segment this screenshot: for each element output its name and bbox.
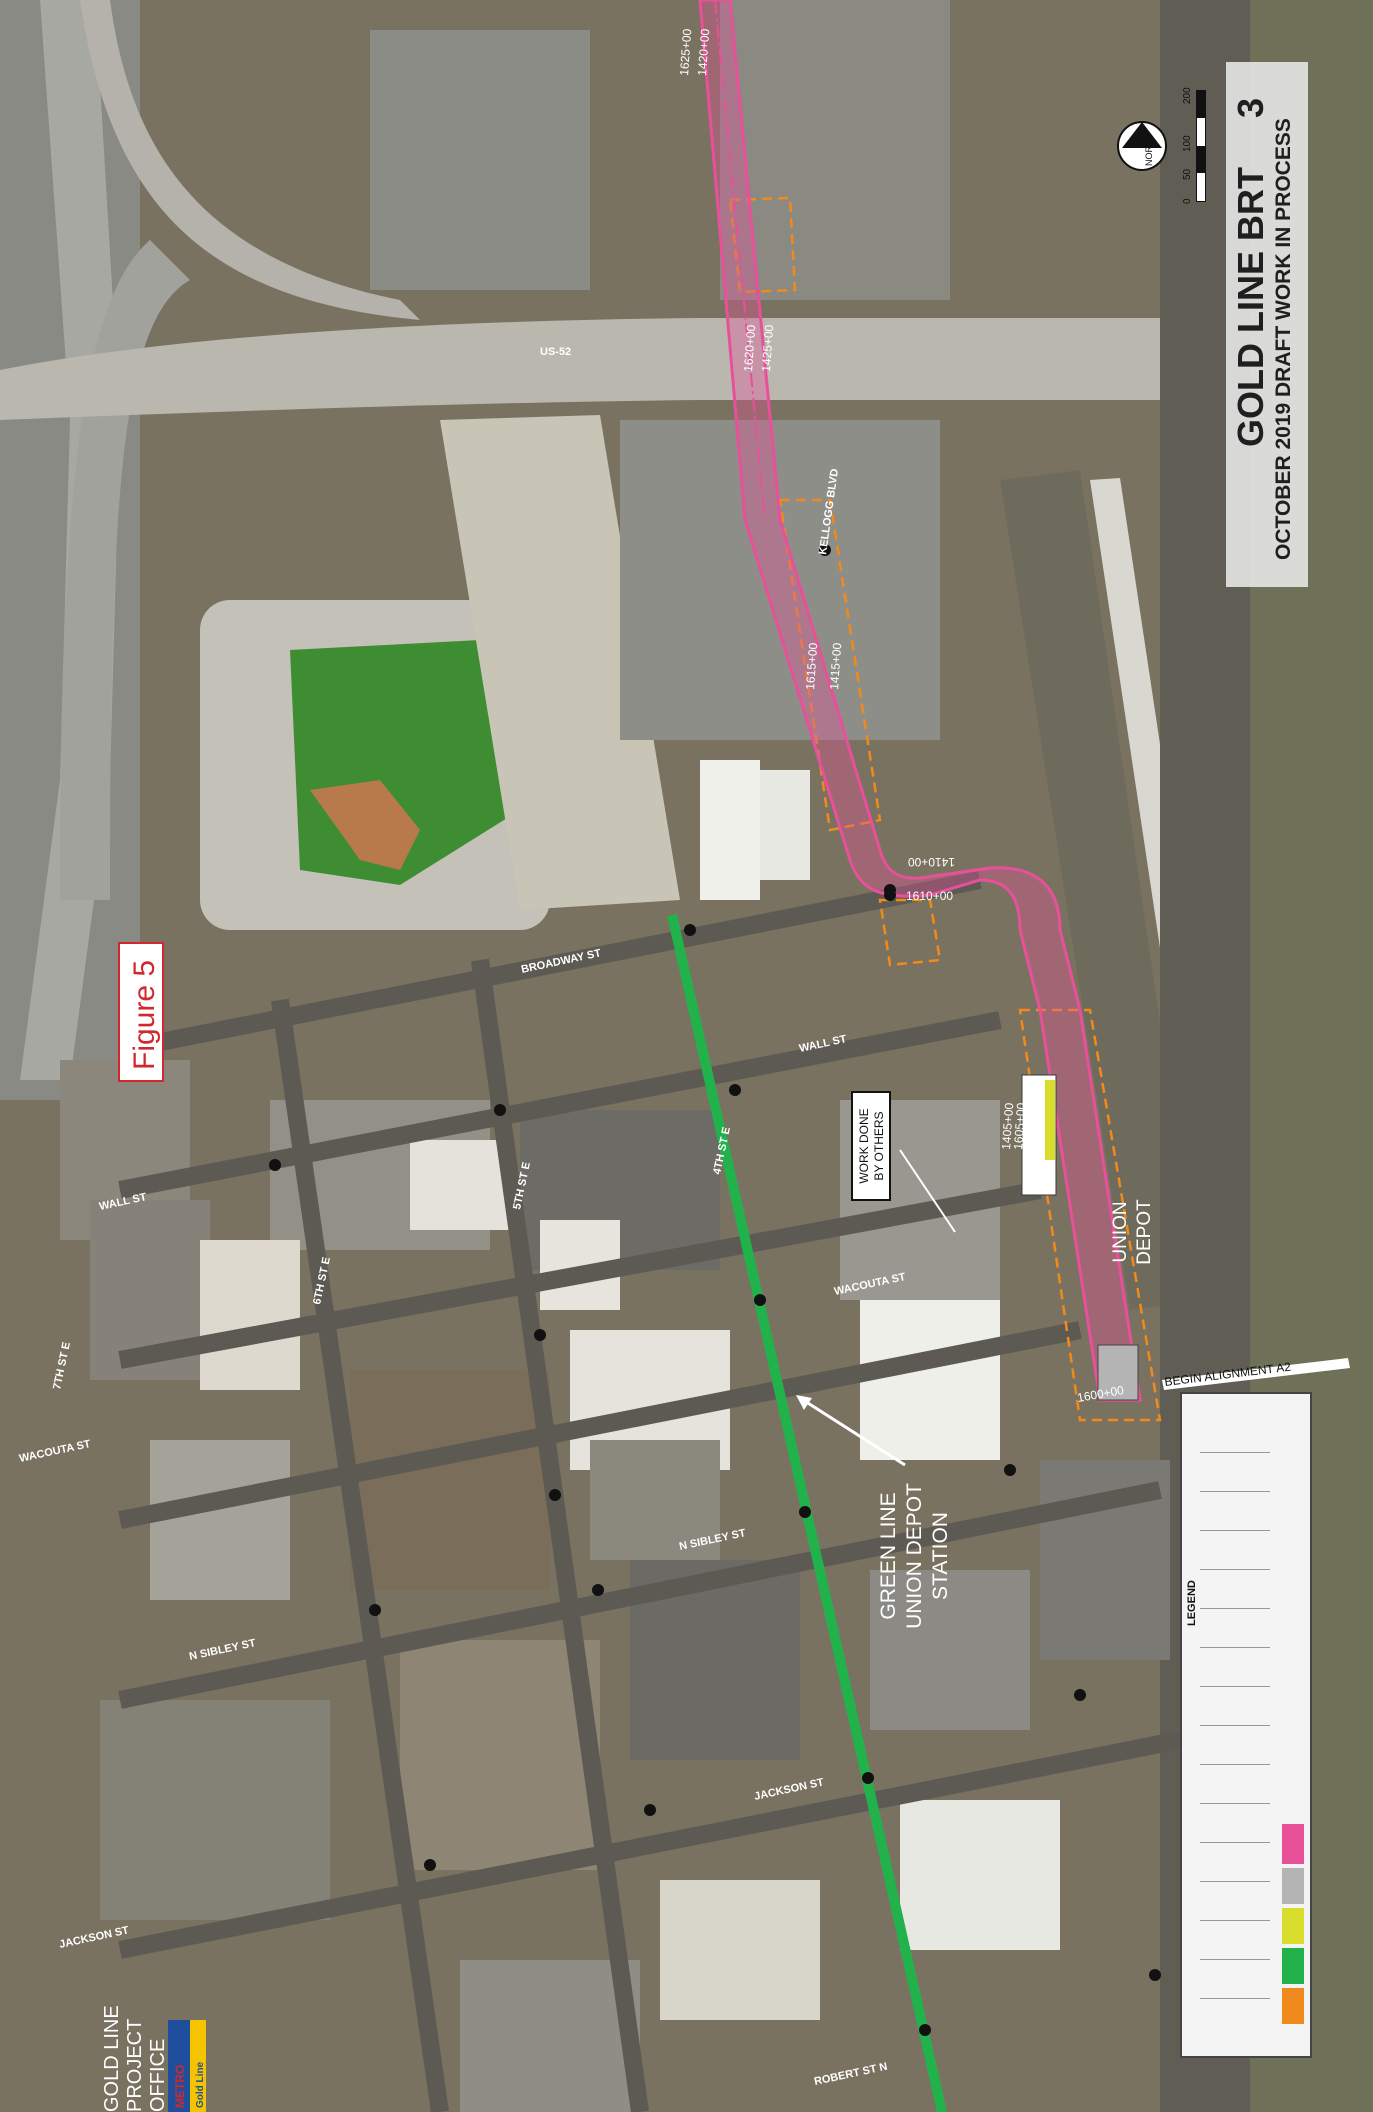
parking-lot-north-2 [720, 0, 950, 300]
train-yard [1000, 470, 1200, 1310]
begin-alignment-flag [1162, 1358, 1350, 1390]
block-9 [350, 1370, 550, 1590]
project-office-line3: OFFICE [147, 2039, 169, 2112]
scale-tick-100: 100 [1182, 135, 1193, 152]
swatch-green [1282, 1948, 1304, 1984]
swatch-platform [1282, 1908, 1304, 1944]
block-8 [200, 1240, 300, 1390]
block-14 [400, 1640, 600, 1870]
work-done-line1: WORK DONE [857, 1108, 871, 1183]
block-18 [900, 1800, 1060, 1950]
legend-swatches [1282, 1824, 1304, 2044]
block-11 [590, 1440, 720, 1560]
platform-yellow [1045, 1080, 1055, 1160]
parking-lot-north [370, 30, 590, 290]
station-1410: 1410+00 [908, 855, 955, 869]
street-grid [118, 871, 1182, 2112]
legend-panel: LEGEND [1180, 1392, 1312, 2058]
metro-logo-gold [190, 2020, 206, 2112]
swatch-row [1282, 1988, 1304, 2024]
highway-us52 [0, 318, 1373, 420]
metro-logo-text: METRO [173, 2065, 187, 2108]
north-arrow-icon [1117, 121, 1167, 171]
parking-lot-center [620, 420, 940, 740]
station-leader-arrow [799, 1396, 906, 1467]
station-1405: 1405+00 [999, 1102, 1016, 1150]
station-arrowhead [796, 1395, 812, 1410]
brt-centerline [714, 0, 766, 521]
title-sheet-number: 3 [1230, 97, 1271, 118]
project-office-line1: GOLD LINE [101, 2005, 123, 2112]
station-1625: 1625+00 [677, 28, 694, 76]
station-1610: 1610+00 [906, 889, 953, 903]
figure-label: Figure 5 [128, 959, 161, 1070]
block-16 [870, 1570, 1030, 1730]
project-office-line2: PROJECT [124, 2019, 146, 2112]
swatch-brt [1282, 1824, 1304, 1864]
block-23 [700, 760, 760, 900]
work-done-line2: BY OTHERS [872, 1111, 886, 1180]
signal-markers [269, 544, 1161, 2036]
station-1620: 1620+00 [741, 324, 758, 372]
terminus-block [1097, 1344, 1139, 1401]
north-arrow: NORTH [1116, 118, 1168, 190]
title-main: GOLD LINE BRT [1230, 167, 1271, 447]
figure-label-box: Figure 5 [118, 942, 164, 1082]
north-label: NORTH [1144, 134, 1154, 166]
block-19 [660, 1880, 820, 2020]
scale-tick-50: 50 [1182, 168, 1193, 180]
legend-lines [1200, 1414, 1270, 2034]
scale-tick-0: 0 [1182, 198, 1193, 204]
gl-station-line3: STATION [929, 1512, 952, 1600]
metro-logo-text2: Gold Line [195, 2061, 206, 2108]
highway-us52-ramp [80, 0, 420, 320]
station-1420: 1420+00 [695, 28, 712, 76]
station-1615: 1615+00 [803, 642, 820, 690]
union-depot-line2: DEPOT [1134, 1199, 1155, 1265]
station-1605: 1605+00 [1011, 1102, 1028, 1150]
block-20 [100, 1700, 330, 1920]
gl-station-line1: GREEN LINE [877, 1492, 900, 1619]
work-done-leader [899, 1149, 956, 1233]
station-1425: 1425+00 [759, 324, 776, 372]
block-4 [410, 1140, 510, 1230]
title-block: GOLD LINE BRT 3 OCTOBER 2019 DRAFT WORK … [1226, 62, 1308, 587]
gl-station-line2: UNION DEPOT [903, 1483, 926, 1629]
scale-bar: 0 50 100 200 [1182, 80, 1222, 220]
work-done-box [851, 1091, 891, 1201]
swatch-platform-gray [1282, 1868, 1304, 1904]
label-us52: US-52 [540, 346, 571, 358]
block-13 [150, 1440, 290, 1600]
station-1415: 1415+00 [827, 642, 844, 690]
station-labels: 1620+00 1425+00 1625+00 1420+00 1615+00 … [677, 28, 1125, 1405]
right-of-way-lines [728, 196, 1162, 1422]
scale-bar-graphic [1196, 90, 1206, 202]
infield [310, 780, 420, 870]
scale-tick-200: 200 [1182, 87, 1193, 104]
block-21 [460, 1960, 640, 2112]
union-depot-line1: UNION [1110, 1201, 1131, 1262]
legend-heading: LEGEND [1186, 1580, 1198, 1626]
title-subtitle: OCTOBER 2019 DRAFT WORK IN PROCESS [1272, 118, 1295, 560]
